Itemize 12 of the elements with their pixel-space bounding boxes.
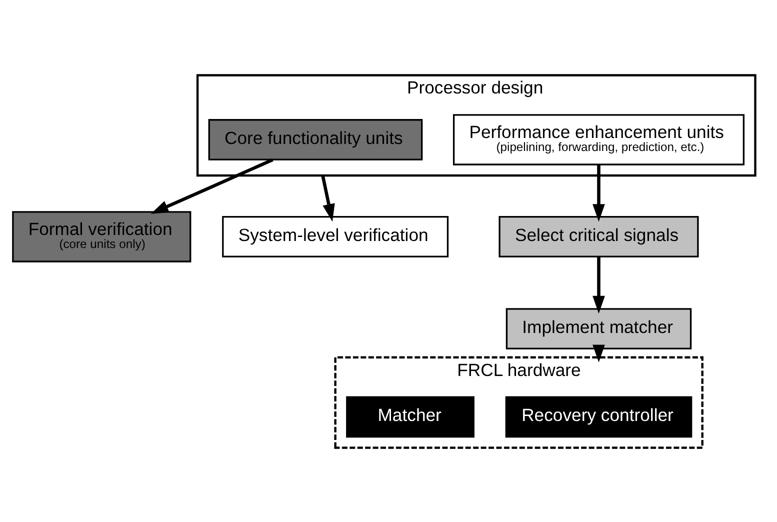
node-box: Formal verification (core units only) [12, 210, 192, 262]
arrow [592, 256, 605, 314]
arrow [592, 344, 605, 362]
node-box: Core functionality units [208, 118, 423, 160]
node-box: Select critical signals [498, 216, 699, 257]
node-box: Recovery controller [505, 396, 692, 438]
node-box: Performance enhancement units (pipelining, forwarding, prediction, etc.) [452, 114, 745, 165]
arrow [150, 158, 274, 214]
arrow [592, 164, 605, 222]
node-box: System-level verification [222, 216, 449, 257]
node-box: Matcher [346, 396, 474, 438]
arrow [321, 174, 335, 222]
